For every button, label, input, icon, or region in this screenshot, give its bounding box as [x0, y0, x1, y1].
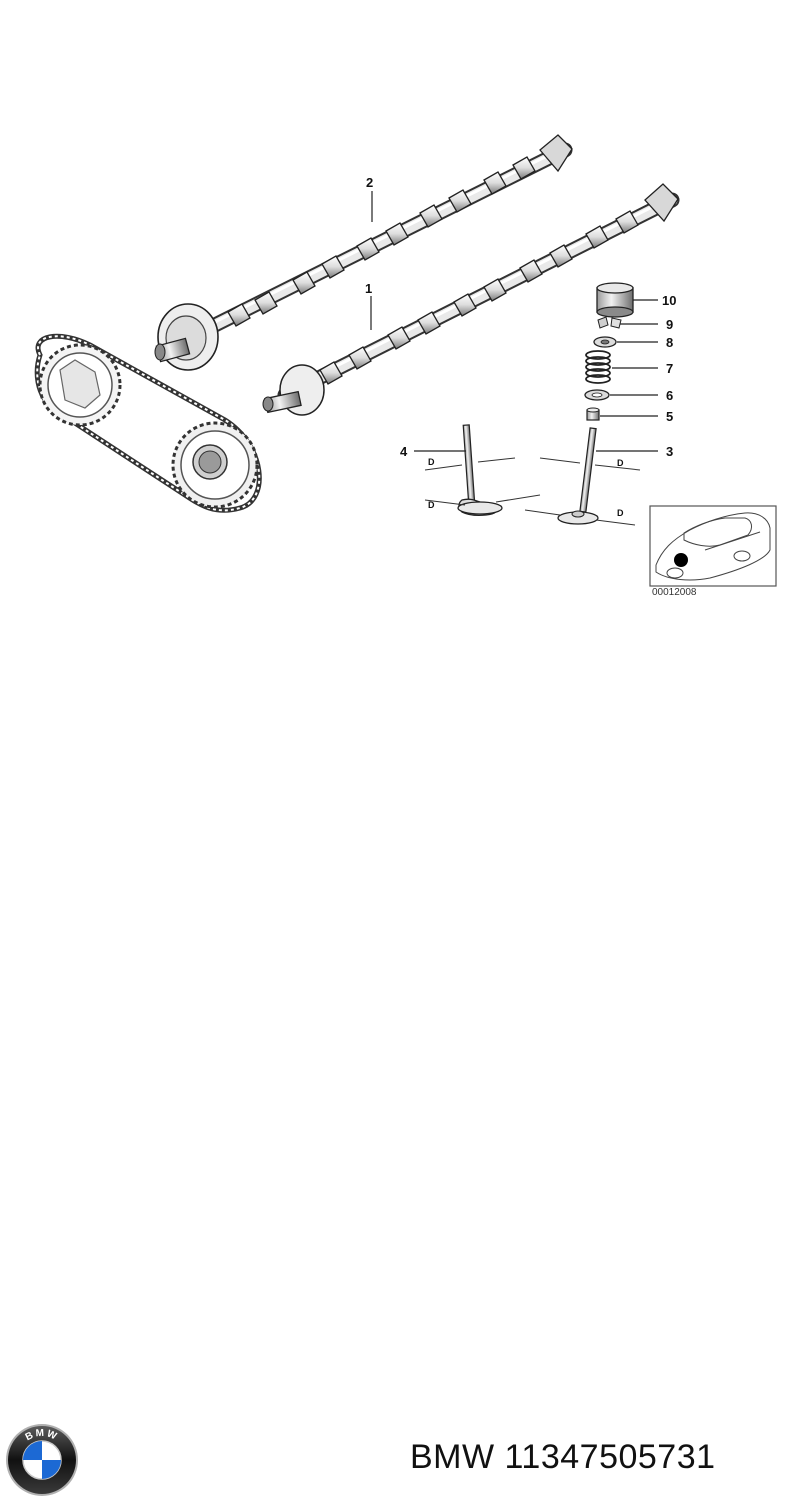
spring-retainer-8 — [593, 336, 617, 348]
brand-name: BMW — [410, 1438, 495, 1476]
bucket-tappet-10 — [596, 282, 634, 318]
camshaft-valvetrain-diagram: D D D D 2 1 10 9 8 7 6 5 3 4 — [34, 134, 777, 598]
dimension-lines — [424, 457, 641, 526]
callout-numbers: 2 1 10 9 8 7 6 5 3 4 — [365, 175, 676, 459]
camshaft-2 — [154, 134, 573, 371]
diagram-reference-number: 00012008 — [652, 587, 697, 598]
callout-2: 2 — [366, 175, 373, 190]
callout-4: 4 — [400, 444, 408, 459]
part-label: BMW 11347505731 — [410, 1438, 716, 1477]
callout-8: 8 — [666, 335, 673, 350]
intake-valve-4 — [457, 424, 503, 517]
footer: BMW BMW 11347505731 — [0, 700, 800, 1496]
spring-seat-6 — [584, 389, 610, 401]
callout-1: 1 — [365, 281, 372, 296]
part-number: 11347505731 — [504, 1438, 716, 1476]
car-outline — [655, 512, 771, 581]
callout-5: 5 — [666, 409, 673, 424]
valve-keepers-9 — [597, 316, 622, 329]
valve-stem-seal-5 — [586, 407, 600, 421]
dimension-label: D — [617, 508, 624, 518]
camshaft-2-lobes — [227, 156, 536, 327]
locator-inset: 00012008 — [649, 505, 777, 598]
camshaft-1-lobes — [319, 210, 639, 385]
exhaust-valve-3 — [557, 427, 599, 525]
callout-7: 7 — [666, 361, 673, 376]
engine-location-marker — [674, 553, 688, 567]
bmw-roundel-icon: BMW — [6, 1424, 78, 1496]
dimension-label: D — [617, 458, 624, 468]
upper-sprocket — [38, 343, 122, 427]
leader-lines — [370, 191, 658, 452]
lower-sprocket — [171, 421, 259, 509]
callout-10: 10 — [662, 293, 676, 308]
callout-6: 6 — [666, 388, 673, 403]
dimension-label: D — [428, 500, 435, 510]
dimension-labels: D D D D — [428, 457, 624, 518]
valve-spring-7 — [585, 350, 611, 384]
callout-9: 9 — [666, 317, 673, 332]
callout-3: 3 — [666, 444, 673, 459]
dimension-label: D — [428, 457, 435, 467]
camshaft-1 — [262, 183, 680, 416]
